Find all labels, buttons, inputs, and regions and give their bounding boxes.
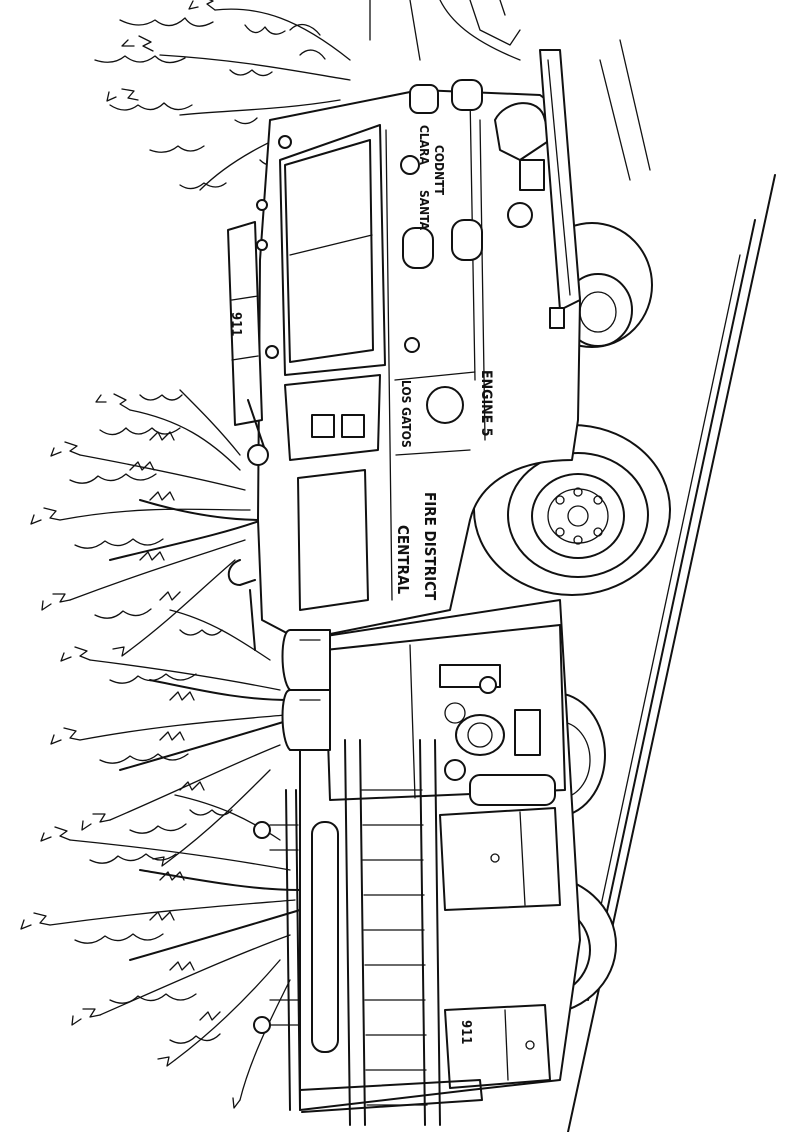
tree-bottom (20, 794, 301, 1109)
road-line-dash (599, 254, 741, 911)
tailboard (299, 1079, 483, 1113)
tree-lower (50, 609, 291, 867)
tree-top (94, 0, 351, 191)
road-line-inner (587, 219, 756, 1001)
label-city: LOS GATOS (399, 380, 413, 448)
tree-middle (30, 389, 263, 657)
fire-truck: CENTRAL FIRE DISTRICT LOS GATOS ENGINE 5… (227, 49, 671, 1126)
background-car (369, 0, 651, 181)
label-county-3: CODNTT (432, 145, 446, 196)
label-county-2: CLARA (417, 125, 431, 165)
label-engine: ENGINE 5 (478, 370, 494, 436)
label-county-1: SANTA (417, 190, 431, 231)
pump-panel (281, 624, 566, 806)
plate-rear: 911 (458, 1020, 473, 1044)
label-district-line2: FIRE DISTRICT (421, 492, 439, 601)
truck-lettering: CENTRAL FIRE DISTRICT LOS GATOS ENGINE 5… (228, 125, 494, 1044)
ladder (253, 739, 441, 1126)
truck-body (227, 49, 581, 1111)
trees (20, 0, 651, 1109)
label-district: CENTRAL (394, 525, 412, 594)
plate-front: 911 (228, 312, 243, 336)
rear-compartment (439, 807, 561, 1089)
